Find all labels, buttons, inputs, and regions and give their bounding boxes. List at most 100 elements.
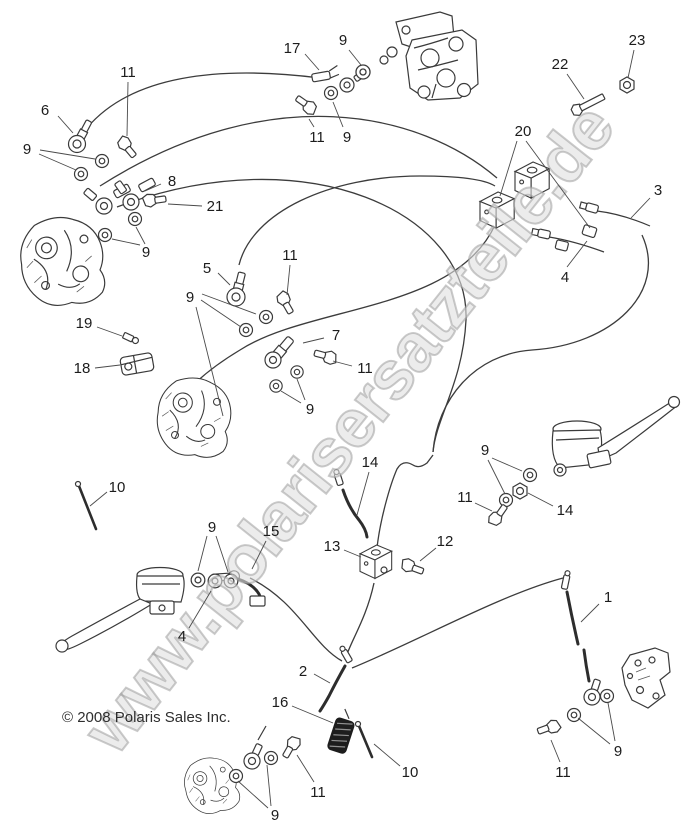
leader-line-9 — [348, 49, 362, 66]
rear-brake-pump — [379, 11, 479, 101]
banjo-fitting-5 — [226, 271, 246, 307]
spring-16 — [327, 708, 355, 754]
leader-line-9 — [332, 101, 344, 128]
callout-11-16: 11 — [282, 247, 298, 264]
callout-21-8: 21 — [207, 198, 224, 215]
leader-line-9 — [296, 378, 306, 401]
callout-9-24: 9 — [208, 519, 216, 536]
callout-14-31: 14 — [557, 502, 574, 519]
callout-11-1: 11 — [120, 64, 136, 81]
leader-line-9 — [197, 535, 208, 572]
leader-line-9 — [491, 457, 523, 472]
banjo-lower-center — [240, 725, 268, 773]
callout-leader-lines — [38, 49, 651, 809]
callout-9-39: 9 — [614, 743, 622, 760]
callout-11-30: 11 — [457, 489, 473, 506]
leader-line-10 — [373, 743, 401, 767]
leader-line-11 — [296, 754, 315, 783]
leader-line-7 — [302, 337, 325, 344]
callout-9-37: 9 — [271, 807, 279, 824]
callout-6-0: 6 — [41, 102, 49, 119]
callout-10-23: 10 — [109, 479, 126, 496]
callout-8-7: 8 — [168, 173, 176, 190]
leader-line-20 — [499, 140, 518, 197]
hose-1 — [560, 570, 580, 646]
leader-line-11 — [308, 118, 315, 128]
leader-line-16 — [291, 705, 334, 724]
leader-line-9 — [607, 702, 616, 742]
leader-line-11 — [286, 264, 291, 296]
leader-line-9 — [487, 459, 506, 495]
leader-line-9 — [111, 238, 141, 246]
callout-17-3: 17 — [284, 40, 301, 57]
callout-15-25: 15 — [263, 523, 280, 540]
leader-line-9 — [280, 390, 302, 404]
callout-16-34: 16 — [272, 694, 289, 711]
leader-line-11 — [474, 502, 493, 512]
leader-line-15 — [251, 540, 267, 570]
pin-10-lower — [354, 720, 374, 759]
leader-line-11 — [550, 739, 561, 763]
junction-block-13 — [359, 544, 393, 579]
pin-10-upper — [74, 480, 98, 531]
callout-20-12: 20 — [515, 123, 532, 140]
brake-hose-lines — [79, 72, 649, 669]
copyright-text: © 2008 Polaris Sales Inc. — [62, 709, 231, 726]
left-master-cylinder-lever — [55, 566, 185, 653]
banjo-elbows-8 — [83, 177, 156, 215]
banjo-fitting-6 — [67, 119, 92, 154]
callout-1-38: 1 — [604, 589, 612, 606]
leader-line-17 — [304, 53, 320, 71]
leader-line-14 — [527, 492, 554, 507]
leader-line-5 — [217, 272, 231, 286]
front-caliper-middle — [153, 374, 235, 461]
callout-10-35: 10 — [402, 764, 419, 781]
caliper-lower-left — [178, 751, 244, 819]
callout-23-11: 23 — [629, 32, 646, 49]
hose-14 — [333, 468, 369, 539]
banjo-fitting-7 — [264, 336, 294, 369]
leader-line-4 — [566, 240, 588, 268]
hose-end-lower-right — [581, 648, 606, 708]
callout-13-26: 13 — [324, 538, 341, 555]
leader-line-2 — [313, 673, 331, 684]
metal-brake-lines — [530, 201, 651, 253]
leader-line-18 — [94, 364, 121, 369]
leader-line-8 — [144, 183, 162, 192]
leader-line-10 — [89, 491, 108, 507]
callout-12-28: 12 — [437, 533, 454, 550]
caliper-mount-plate-lower-right — [621, 647, 671, 709]
leader-line-9 — [135, 226, 146, 245]
leader-line-4 — [188, 590, 212, 629]
callout-11-19: 11 — [357, 360, 373, 377]
exploded-parts-artwork — [16, 11, 681, 819]
callout-18-22: 18 — [74, 360, 91, 377]
callout-11-36: 11 — [310, 784, 326, 801]
line-clamp — [554, 239, 569, 252]
hose-2 — [318, 645, 353, 713]
fitting-19 — [122, 332, 140, 345]
leader-line-3 — [630, 197, 651, 219]
leader-line-20 — [525, 140, 591, 229]
callout-2-33: 2 — [299, 663, 307, 680]
leader-line-22 — [566, 73, 585, 100]
callout-4-32: 4 — [178, 628, 186, 645]
pad-block-18 — [119, 352, 155, 376]
callout-9-17: 9 — [186, 289, 194, 306]
hex-nut-14 — [512, 482, 528, 500]
leader-line-1 — [580, 603, 600, 623]
leader-line-9 — [577, 717, 611, 745]
callout-9-20: 9 — [306, 401, 314, 418]
callout-14-27: 14 — [362, 454, 379, 471]
leader-line-19 — [96, 326, 123, 337]
leader-line-23 — [627, 49, 635, 79]
leader-line-14 — [356, 471, 370, 516]
front-caliper-upper-left — [16, 212, 109, 310]
leader-line-9 — [39, 149, 96, 160]
bolts-and-nuts — [114, 76, 635, 761]
hex-nut-23 — [619, 76, 635, 94]
leader-line-12 — [419, 547, 437, 562]
